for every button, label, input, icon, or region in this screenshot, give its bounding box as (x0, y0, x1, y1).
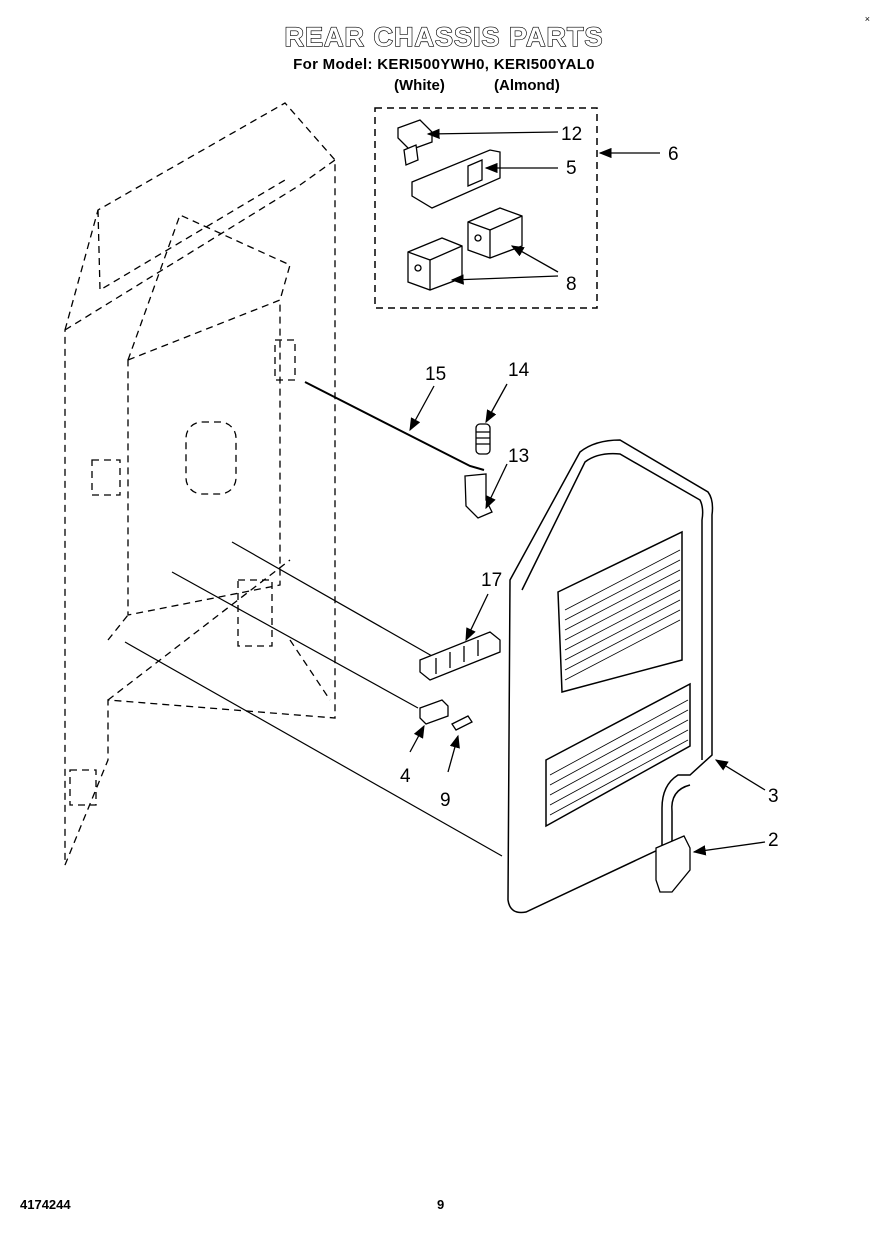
part-13-clip (464, 473, 493, 519)
part-3-rear-panel (507, 439, 714, 914)
corner-mark: × (864, 14, 870, 24)
part-2-cover (655, 835, 691, 893)
callout-13: 13 (508, 446, 529, 467)
model-line: For Model: KERI500YWH0, KERI500YAL0 (293, 56, 595, 73)
callout-14: 14 (508, 360, 530, 381)
callout-2: 2 (768, 830, 779, 851)
assembly-guide-lines (124, 541, 503, 857)
callout-arrows (409, 128, 766, 856)
part-8-terminal-block (407, 207, 523, 291)
color-almond-label: (Almond) (494, 77, 560, 94)
part-5-bracket (411, 149, 501, 209)
parts-group-box (374, 107, 598, 309)
callout-6: 6 (668, 144, 679, 165)
color-white-label: (White) (394, 77, 445, 94)
callout-15: 15 (425, 364, 446, 385)
callout-5: 5 (566, 158, 577, 179)
page-number: 9 (437, 1197, 445, 1212)
range-chassis-outline (64, 102, 336, 866)
part-15-rod (304, 381, 485, 471)
callout-4: 4 (400, 766, 411, 787)
callout-12: 12 (561, 124, 582, 145)
part-3-vent-slots (549, 549, 689, 816)
part-9-pin (451, 715, 473, 731)
callout-3: 3 (768, 786, 779, 807)
callout-9: 9 (440, 790, 451, 811)
part-14-spring (475, 423, 491, 455)
part-12-bracket (397, 119, 433, 166)
part-17-terminal-strip (419, 631, 501, 681)
document-number: 4174244 (20, 1197, 71, 1212)
callout-17: 17 (481, 570, 502, 591)
part-4-block (419, 699, 449, 725)
callout-8: 8 (566, 274, 577, 295)
page-title: REAR CHASSIS PARTS (284, 21, 604, 52)
